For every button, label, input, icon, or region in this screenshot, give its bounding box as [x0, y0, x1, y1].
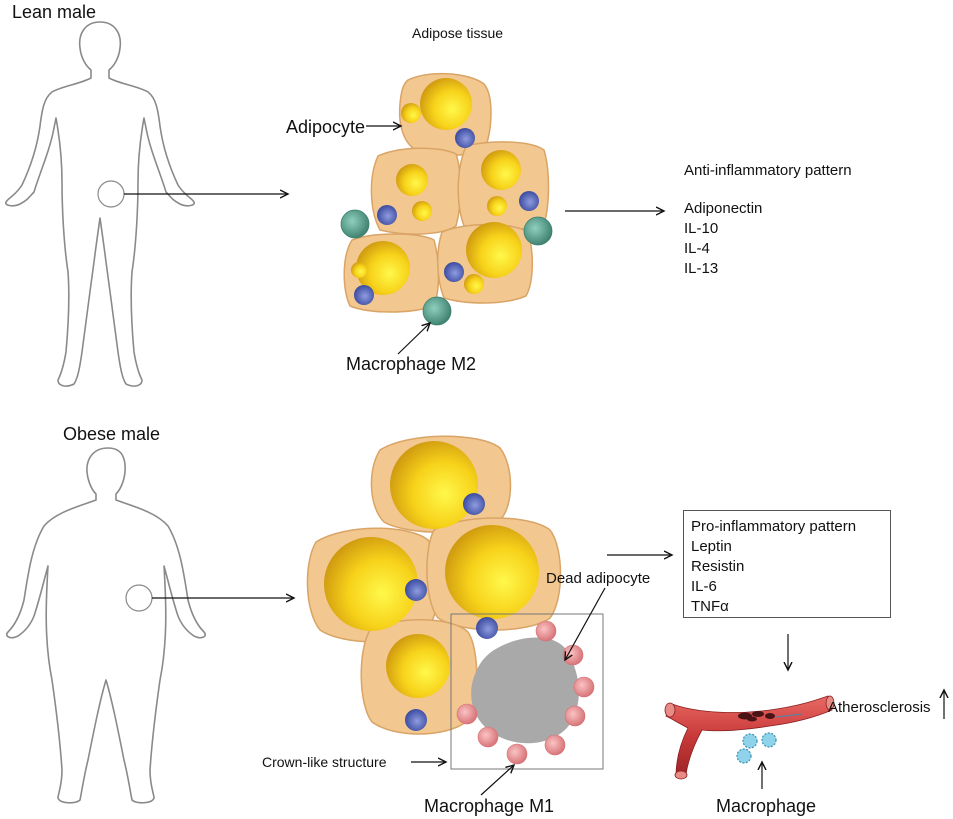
m1-pointer: [480, 765, 514, 796]
lean-nuclei: [354, 128, 539, 305]
lean-male-silhouette: [4, 21, 196, 387]
m1-macrophages: [456, 620, 595, 765]
obese-lipid-droplets: [324, 441, 539, 698]
anti-inflammatory-list: Adiponectin IL-10 IL-4 IL-13: [684, 199, 762, 279]
crown-like-structure-box: [450, 613, 604, 770]
obese-male-silhouette: [5, 447, 207, 804]
m2-macrophage-label: Macrophage M2: [346, 354, 477, 374]
lean-lipid-droplets: [351, 78, 522, 295]
obese-nuclei: [405, 493, 498, 731]
dead-adipocyte-pointer: [565, 587, 606, 660]
pro-inflammatory-title: Pro-inflammatory pattern: [691, 518, 857, 535]
cytokine-item: IL-6: [691, 578, 717, 595]
m2-pointer: [397, 323, 430, 355]
adipocyte-label: Adipocyte: [286, 117, 366, 137]
obese-male-title: Obese male: [63, 424, 161, 444]
cytokine-item: Leptin: [691, 538, 732, 555]
anti-inflammatory-title: Anti-inflammatory pattern: [684, 162, 852, 179]
lean-male-title: Lean male: [12, 2, 97, 22]
cytokine-item: TNFα: [691, 598, 729, 615]
m1-macrophage-label: Macrophage M1: [424, 796, 555, 816]
atherosclerosis-label: Atherosclerosis: [828, 699, 931, 716]
dead-adipocyte-label: Dead adipocyte: [546, 570, 651, 587]
cytokine-item: Resistin: [691, 558, 745, 575]
crown-like-structure-label: Crown-like structure: [262, 754, 387, 770]
cytokine-item: Adiponectin: [684, 200, 763, 217]
cytokine-item: IL-4: [684, 240, 710, 257]
m2-macrophages: [340, 209, 553, 326]
pro-inflammatory-list: Pro-inflammatory pattern Leptin Resistin…: [691, 517, 890, 617]
cytokine-item: IL-10: [684, 220, 719, 237]
artery: [664, 695, 835, 780]
vessel-macrophage-label: Macrophage: [716, 796, 817, 816]
foam-cells: [736, 732, 777, 764]
adipose-tissue-label: Adipose tissue: [412, 25, 504, 41]
obese-fat-sample-circle: [125, 584, 153, 612]
cytokine-item: IL-13: [684, 260, 719, 277]
pro-inflammatory-box: Pro-inflammatory pattern Leptin Resistin…: [683, 510, 891, 618]
lean-fat-sample-circle: [97, 180, 125, 208]
dead-adipocyte: [471, 637, 579, 744]
